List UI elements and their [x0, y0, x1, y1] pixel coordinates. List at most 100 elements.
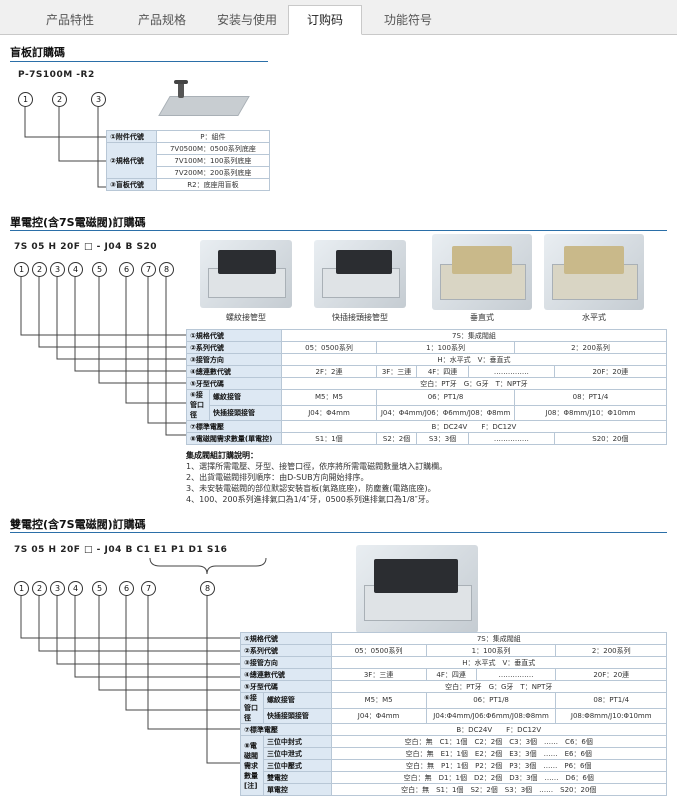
- cell: 3F：三連: [376, 365, 418, 378]
- cell: J04:Φ4mm/J06:Φ6mm/J08:Φ8mm: [425, 707, 557, 724]
- tab-specs[interactable]: 产品规格: [137, 13, 186, 27]
- note-line: 2、出貨電磁閥排列順序：由D-SUB方向開始排序。: [186, 473, 369, 482]
- code-index-5: 5: [92, 581, 107, 596]
- cell: 1：100系列: [425, 644, 557, 657]
- code-index-6: 6: [119, 262, 134, 277]
- cell: J08:Φ8mm/J10:Φ10mm: [555, 707, 667, 724]
- cell: 空白：無 P1：1個 P2：2個 P3：3個 …… P6：6個: [330, 759, 668, 772]
- code-index-5: 5: [92, 262, 107, 277]
- cell: 05：0500系列: [280, 341, 378, 354]
- row-label: ⑧電磁閥需求數量(單電控): [186, 432, 282, 445]
- cell: 20F：20連: [555, 668, 667, 681]
- cell: M5：M5: [280, 389, 378, 406]
- cell: M5：M5: [330, 692, 427, 709]
- cell: 7V200M：200系列底座: [155, 166, 271, 179]
- row-label: ③盲板代號: [106, 178, 157, 191]
- blank-plate-image: [158, 80, 250, 124]
- row-label: 三位中封式: [262, 735, 332, 748]
- row-label: 螺紋接管: [262, 692, 332, 709]
- code-index-3: 3: [50, 581, 65, 596]
- tab-symbols[interactable]: 功能符号: [383, 13, 432, 27]
- cell: 05：0500系列: [330, 644, 427, 657]
- section-title-single-control: 單電控(含7S電磁閥)訂購碼: [10, 216, 146, 229]
- code-index-4: 4: [68, 262, 83, 277]
- code-index-6: 6: [119, 581, 134, 596]
- cell: H：水平式 V：垂直式: [280, 353, 668, 366]
- tab-install[interactable]: 安装与使用: [216, 13, 277, 27]
- cell: 06：PT1/8: [425, 692, 557, 709]
- section-title-double-control: 雙電控(含7S電磁閥)訂購碼: [10, 518, 146, 531]
- section-underline: [10, 532, 667, 533]
- order-code: P-7S100M -R2: [18, 70, 95, 80]
- row-label: 單電控: [262, 783, 332, 796]
- code-index-3: 3: [91, 92, 106, 107]
- row-label: ⑧電磁閥需求數量[注]: [240, 735, 264, 796]
- cell: R2：底座用盲板: [155, 178, 271, 191]
- tab-bar: 产品特性 产品规格 安装与使用 订购码 功能符号: [0, 0, 677, 35]
- row-label: ②系列代號: [186, 341, 282, 354]
- caption-vertical: 垂直式: [470, 313, 494, 322]
- row-label: ②系列代號: [240, 644, 332, 657]
- cell: H：水平式 V：垂直式: [330, 656, 668, 669]
- cell: ……………: [475, 668, 557, 681]
- section-title-blank-plate: 盲板訂購碼: [10, 46, 65, 59]
- cell: 4F：四連: [425, 668, 477, 681]
- note-line: 4、100、200系列進排氣口為1/4″牙，0500系列進排氣口為1/8″牙。: [186, 495, 434, 504]
- tab-order-code[interactable]: 订购码: [288, 5, 362, 35]
- order-code: 7S 05 H 20F □ - J04 B C1 E1 P1 D1 S16: [14, 545, 228, 555]
- row-label: ①附件代號: [106, 130, 157, 143]
- code-index-2: 2: [52, 92, 67, 107]
- cell: S3：3個: [416, 432, 470, 445]
- order-code: 7S 05 H 20F □ - J04 B S20: [14, 242, 158, 252]
- cell: S2：2個: [376, 432, 418, 445]
- product-image-threaded: [200, 240, 292, 308]
- cell: S20：20個: [553, 432, 668, 445]
- cell: 1：100系列: [376, 341, 516, 354]
- cell: 4F：四連: [416, 365, 470, 378]
- cell: 空白：PT牙 G：G牙 T：NPT牙: [330, 680, 668, 693]
- cell: 3F：三連: [330, 668, 427, 681]
- section-underline: [10, 230, 667, 231]
- row-label: 三位中泄式: [262, 747, 332, 760]
- note-line: 3、未安裝電磁閥的部位默認安裝盲板(氣路底座)，防塵蓋(電路底座)。: [186, 484, 436, 493]
- order-notes: 集成閥組訂購說明： 1、選擇所需電壓、牙型、接管口徑，依序將所需電磁閥數量填入訂…: [186, 450, 447, 505]
- row-label: ④總連數代號: [240, 668, 332, 681]
- row-label: ③接管方向: [186, 353, 282, 366]
- code-index-1: 1: [14, 262, 29, 277]
- code-index-1: 1: [14, 581, 29, 596]
- row-label: ①規格代號: [240, 632, 332, 645]
- row-label: ①規格代號: [186, 329, 282, 342]
- cell: S1：1個: [280, 432, 378, 445]
- row-label: ⑥接管口徑: [240, 692, 264, 724]
- section-underline: [10, 61, 268, 62]
- cell: 2：200系列: [555, 644, 667, 657]
- cell: 空白：無 S1：1個 S2：2個 S3：3個 …… S20：20個: [330, 783, 668, 796]
- caption-quick-fit: 快插接頭接管型: [332, 313, 388, 322]
- row-label: ⑤牙型代碼: [240, 680, 332, 693]
- code-index-8: 8: [200, 581, 215, 596]
- cell: 06：PT1/8: [376, 389, 516, 406]
- cell: 空白：無 D1：1個 D2：2個 D3：3個 …… D6：6個: [330, 771, 668, 784]
- cell: 空白：PT牙 G：G牙 T：NPT牙: [280, 377, 668, 390]
- code-index-2: 2: [32, 581, 47, 596]
- tab-features[interactable]: 产品特性: [45, 13, 94, 27]
- row-label: 三位中壓式: [262, 759, 332, 772]
- code-index-3: 3: [50, 262, 65, 277]
- cell: 08：PT1/4: [555, 692, 667, 709]
- notes-title: 集成閥組訂購說明：: [186, 451, 258, 460]
- row-label: 快插接頭接管: [262, 707, 332, 724]
- cell: 7S：集成閥組: [280, 329, 668, 342]
- row-label: ②規格代號: [106, 142, 157, 179]
- row-label: ⑦標準電壓: [240, 723, 332, 736]
- cell: J04：Φ4mm: [330, 707, 427, 724]
- row-label: ⑥接管口徑: [186, 389, 210, 421]
- note-line: 1、選擇所需電壓、牙型、接管口徑，依序將所需電磁閥數量填入訂購欄。: [186, 462, 448, 471]
- code-index-2: 2: [32, 262, 47, 277]
- code-index-7: 7: [141, 581, 156, 596]
- product-image-horizontal: [544, 234, 644, 310]
- code-index-4: 4: [68, 581, 83, 596]
